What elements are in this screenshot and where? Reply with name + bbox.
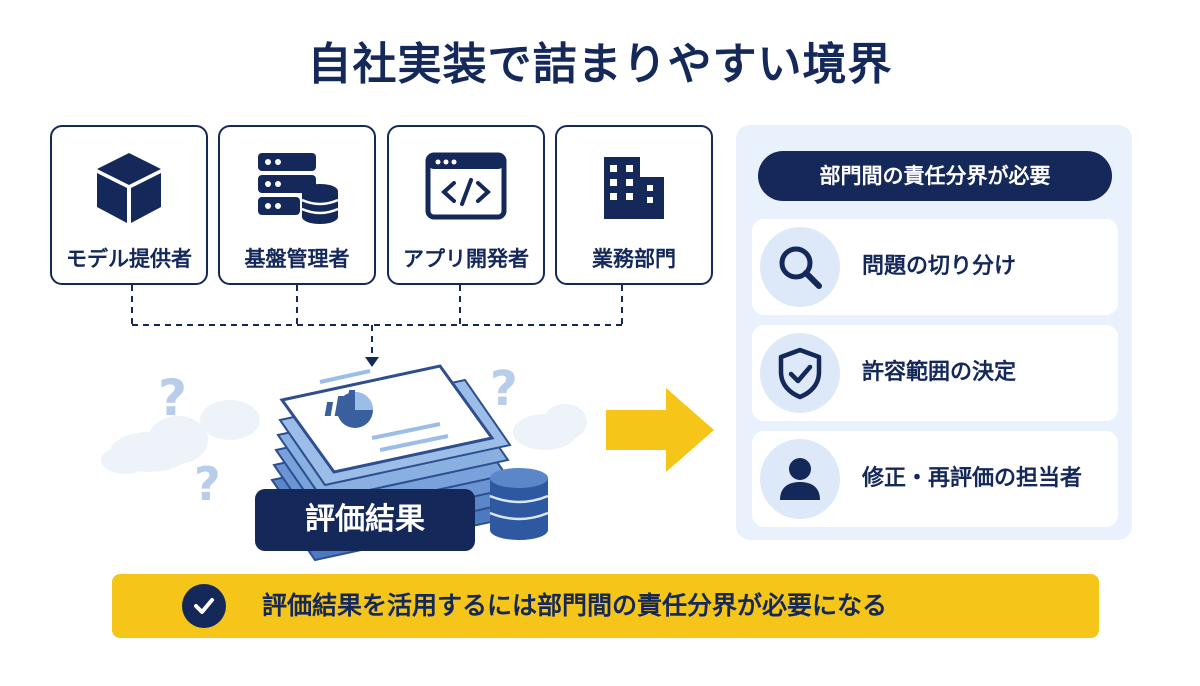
cloud-icon xyxy=(101,400,587,474)
panel-item-label: 修正・再評価の担当者 xyxy=(862,466,1083,491)
question-mark-icon: ? xyxy=(158,369,187,427)
cube-icon xyxy=(52,147,206,227)
role-card-infra-admin: 基盤管理者 xyxy=(218,125,376,285)
role-label: アプリ開発者 xyxy=(403,247,529,271)
person-icon xyxy=(760,439,840,519)
question-mark-icon: ? xyxy=(490,361,518,417)
search-icon xyxy=(760,227,840,307)
panel-item-label: 問題の切り分け xyxy=(862,254,1017,279)
role-label: 基盤管理者 xyxy=(244,247,350,271)
evaluation-result-badge: 評価結果 xyxy=(255,489,475,551)
shield-check-icon xyxy=(760,333,840,413)
page-title: 自社実装で詰まりやすい境界 xyxy=(307,39,893,90)
panel-item-label: 許容範囲の決定 xyxy=(862,360,1017,385)
database-icon xyxy=(489,468,549,540)
building-icon xyxy=(557,147,711,227)
role-card-business-dept: 業務部門 xyxy=(555,125,713,285)
panel-item-tolerance-decision: 許容範囲の決定 xyxy=(752,325,1118,421)
banner-text: 評価結果を活用するには部門間の責任分界が必要になる xyxy=(262,591,888,620)
arrow-right-icon xyxy=(606,388,714,472)
role-label: モデル提供者 xyxy=(66,247,192,271)
panel-item-issue-isolation: 問題の切り分け xyxy=(752,219,1118,315)
server-database-icon xyxy=(220,147,374,227)
check-circle-icon xyxy=(182,584,226,628)
panel-item-fix-owner: 修正・再評価の担当者 xyxy=(752,431,1118,527)
code-window-icon xyxy=(389,147,543,227)
conclusion-banner: 評価結果を活用するには部門間の責任分界が必要になる xyxy=(112,574,1099,638)
role-card-model-provider: モデル提供者 xyxy=(50,125,208,285)
role-card-app-developer: アプリ開発者 xyxy=(387,125,545,285)
question-mark-icon: ? xyxy=(194,457,221,511)
role-label: 業務部門 xyxy=(592,247,676,271)
panel-header: 部門間の責任分界が必要 xyxy=(758,151,1112,201)
